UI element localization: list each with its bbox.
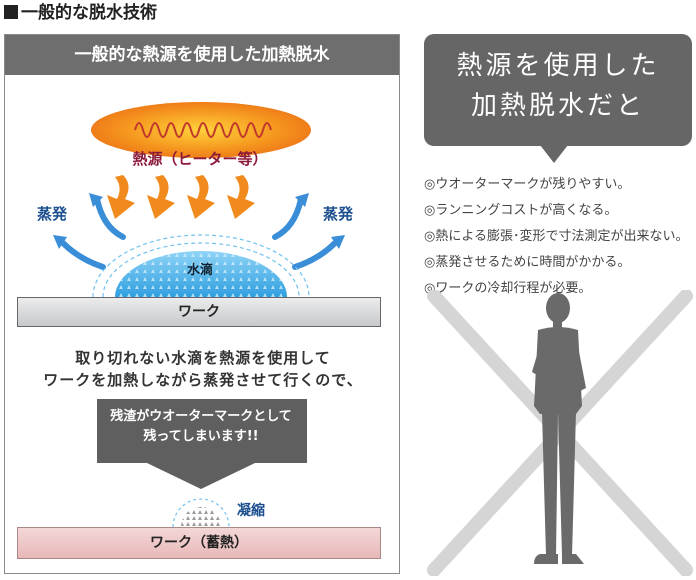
work-heated-bar: ワーク（蓄熱） (17, 527, 381, 559)
list-item: ◎蒸発させるために時間がかかる。 (424, 255, 631, 270)
condensation-droplet (172, 498, 230, 528)
drawback-list: ◎ウオーターマークが残りやすい。 ◎ランニングコストが高くなる。 ◎熱による膨張… (424, 172, 696, 302)
speech-bubble-tail (540, 145, 568, 163)
heat-arrows (107, 175, 255, 219)
callout-text: 残渣がウオーターマークとして 残ってしまいます!! (101, 407, 301, 447)
callout-line-2: 残ってしまいます!! (143, 429, 259, 444)
heater (91, 102, 311, 158)
callout-arrow-box (97, 399, 307, 489)
square-bullet-icon (4, 5, 18, 19)
evaporation-arrowheads-right (295, 193, 345, 249)
top-heading-text: 一般的な脱水技術 (21, 3, 157, 23)
top-heading: 一般的な脱水技術 (4, 2, 157, 24)
water-droplet (92, 234, 310, 298)
evaporation-arrowheads-left (53, 193, 103, 249)
thinking-man-icon (532, 293, 586, 564)
description-line-2: ワークを加熱しながら蒸発させて行くので、 (43, 371, 363, 389)
condensation-label: 凝縮 (237, 503, 265, 519)
left-panel: 一般的な熱源を使用した加熱脱水 (4, 34, 400, 574)
evaporation-arrows-right (272, 196, 338, 270)
bubble-line-2: 加熱脱水だと (470, 91, 645, 121)
evaporation-label-left: 蒸発 (37, 205, 68, 223)
panel-header: 一般的な熱源を使用した加熱脱水 (5, 35, 399, 75)
list-item: ◎ワークの冷却行程が必要。 (424, 281, 592, 296)
work-bar: ワーク (17, 297, 381, 327)
speech-bubble-text: 熱源を使用した 加熱脱水だと (424, 46, 692, 126)
bubble-line-1: 熱源を使用した (456, 51, 660, 81)
list-item: ◎熱による膨張･変形で寸法測定が出来ない。 (424, 229, 689, 244)
evaporation-label-right: 蒸発 (323, 205, 354, 223)
description: 取り切れない水滴を熱源を使用して ワークを加熱しながら蒸発させて行くので、 (13, 347, 393, 391)
list-item: ◎ウオーターマークが残りやすい。 (424, 177, 631, 192)
description-line-1: 取り切れない水滴を熱源を使用して (75, 349, 331, 367)
list-item: ◎ランニングコストが高くなる。 (424, 203, 618, 218)
droplet-label: 水滴 (186, 263, 213, 278)
callout-line-1: 残渣がウオーターマークとして (110, 409, 292, 424)
heating-diagram (53, 102, 345, 528)
evaporation-arrows-left (60, 196, 126, 270)
speech-bubble (424, 34, 692, 146)
heat-source-label: 熱源（ヒーター等） (132, 150, 268, 168)
